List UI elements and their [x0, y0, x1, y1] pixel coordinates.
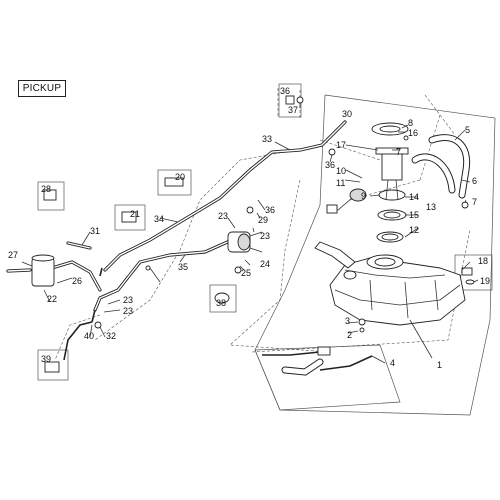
gasket-14	[378, 189, 406, 201]
callout-13: 13	[426, 202, 436, 212]
charcoal-canister	[6, 254, 55, 287]
callout-5: 5	[465, 125, 470, 135]
callout-box-21	[114, 204, 146, 231]
callout-36-box: 36	[280, 86, 290, 96]
callout-36-bracket: 36	[265, 205, 275, 215]
callout-24: 24	[260, 259, 270, 269]
callout-7-filler: 7	[472, 197, 477, 207]
callout-39: 39	[41, 354, 51, 364]
callout-28: 28	[41, 184, 51, 194]
callout-box-18-19	[454, 254, 493, 291]
callout-17: 17	[336, 140, 346, 150]
callout-15: 15	[409, 210, 419, 220]
callout-12: 12	[409, 225, 419, 235]
callout-36-line: 36	[325, 160, 335, 170]
section-label-pickup: PICKUP	[18, 80, 66, 97]
fuel-pump-assembly	[326, 147, 409, 214]
callout-27: 27	[8, 250, 18, 260]
callout-1: 1	[437, 360, 442, 370]
callout-19: 19	[480, 276, 490, 286]
callout-23-lower-2: 23	[123, 306, 133, 316]
callout-box-20	[157, 169, 192, 196]
callout-4: 4	[390, 358, 395, 368]
washer-2	[359, 327, 365, 333]
assembly-outlines	[37, 83, 496, 416]
callout-3: 3	[345, 316, 350, 326]
callout-37: 37	[288, 105, 298, 115]
callout-23-lower: 23	[123, 295, 133, 305]
leader-lines	[21, 124, 479, 364]
callout-16: 16	[408, 128, 418, 138]
callout-2: 2	[347, 330, 352, 340]
callout-21: 21	[130, 209, 140, 219]
callout-30: 30	[342, 109, 352, 119]
callout-40: 40	[84, 331, 94, 341]
callout-8: 8	[408, 118, 413, 128]
callout-23-top: 23	[218, 211, 228, 221]
callout-14: 14	[409, 192, 419, 202]
bolt-3	[358, 318, 366, 326]
callout-box-38	[209, 284, 237, 313]
callout-32: 32	[106, 331, 116, 341]
callout-38: 38	[216, 298, 226, 308]
fuel-lines	[50, 120, 347, 361]
pump-unit	[227, 231, 263, 253]
bracket	[66, 241, 92, 250]
callout-22: 22	[47, 294, 57, 304]
callout-numbers: 1 2 3 4 5 6 7 7 8 9 10 11 12 13 14 15 16…	[8, 86, 490, 370]
callout-31: 31	[90, 226, 100, 236]
callout-9: 9	[361, 191, 366, 201]
callout-29: 29	[258, 215, 268, 225]
fasteners	[43, 95, 475, 373]
callout-6: 6	[472, 176, 477, 186]
breather-line	[262, 346, 373, 376]
filler-hose	[411, 134, 471, 199]
callout-26: 26	[72, 276, 82, 286]
callout-33: 33	[262, 134, 272, 144]
callout-25: 25	[241, 268, 251, 278]
callout-box-tank-assembly	[254, 94, 496, 416]
callout-box-39	[37, 349, 69, 381]
callout-box-28	[37, 181, 65, 211]
callout-23-pump: 23	[260, 231, 270, 241]
callout-18: 18	[478, 256, 488, 266]
callout-10: 10	[336, 166, 346, 176]
callout-34: 34	[154, 214, 164, 224]
tank-seals	[371, 122, 409, 243]
callout-7-pump: 7	[396, 147, 401, 157]
callout-35: 35	[178, 262, 188, 272]
fuel-tank	[314, 241, 466, 326]
callout-20: 20	[175, 172, 185, 182]
callout-11: 11	[336, 178, 345, 188]
